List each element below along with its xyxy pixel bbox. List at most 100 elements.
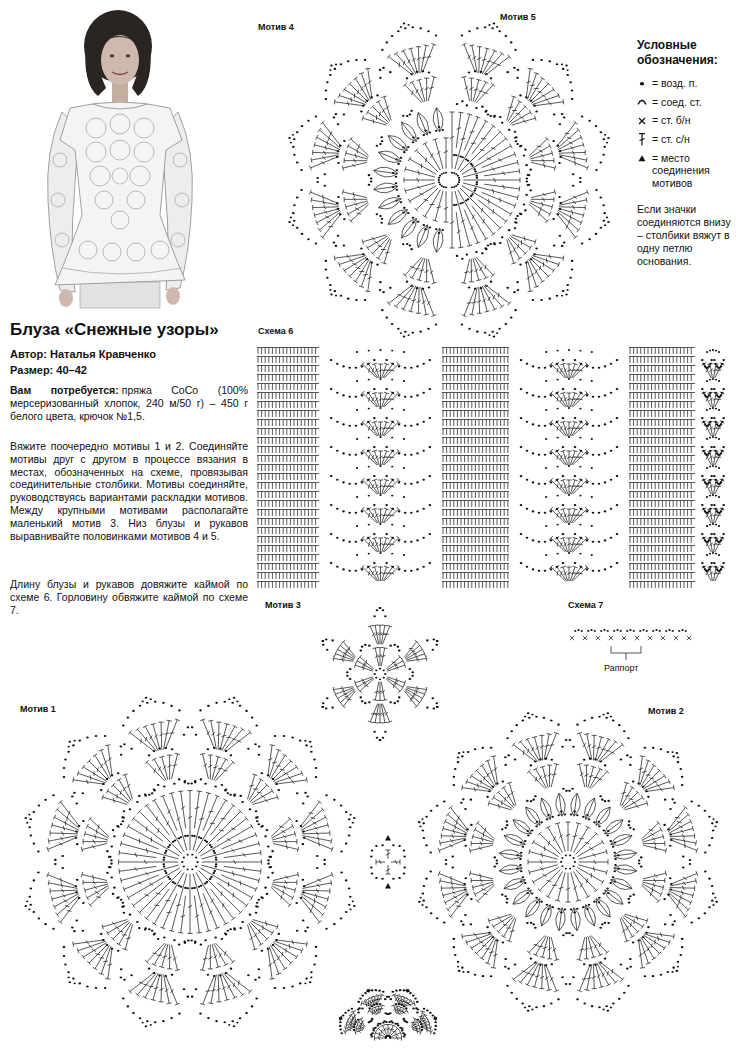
chain-stitch <box>178 778 181 780</box>
chain-stitch <box>565 739 568 741</box>
chain-stitch <box>588 120 591 122</box>
chain-stitch <box>296 930 299 932</box>
chain-stitch <box>528 174 531 176</box>
chain-stitch <box>73 930 76 932</box>
chain-stitch <box>362 253 365 255</box>
chain-stitch <box>342 452 345 454</box>
chain-stitch <box>373 504 376 506</box>
chain-stitch <box>116 897 119 899</box>
chain-stitch <box>702 363 705 365</box>
chain-stitch <box>580 508 583 510</box>
chain-stitch <box>186 887 189 889</box>
chain-stitch <box>457 757 459 759</box>
chain-stitch <box>701 417 704 419</box>
chain-stitch <box>715 350 717 352</box>
chain-stitch <box>605 1005 608 1007</box>
chain-stitch <box>410 570 413 572</box>
chain-stitch <box>604 568 607 570</box>
chain-stitch <box>405 989 407 991</box>
legend-symbols <box>638 82 646 161</box>
chain-stitch <box>632 781 635 783</box>
chain-stitch <box>715 437 717 439</box>
chain-stitch <box>67 971 70 973</box>
chain-stitch <box>579 379 581 381</box>
chain-stitch <box>395 1003 398 1005</box>
chain-stitch <box>708 906 711 908</box>
chain-stitch <box>515 724 518 726</box>
chain-stitch <box>367 363 370 365</box>
chain-stitch <box>310 977 312 979</box>
chain-stitch <box>288 137 291 139</box>
chain-stitch <box>605 717 608 719</box>
chain-stitch <box>392 392 395 394</box>
chain-stitch <box>680 954 683 956</box>
chain-stitch <box>381 878 384 880</box>
chain-stitch <box>158 974 161 976</box>
chain-stitch <box>291 736 294 738</box>
chain-stitch <box>581 630 583 632</box>
chain-stitch <box>266 893 269 895</box>
chain-stitch <box>154 1021 157 1023</box>
chain-stitch <box>525 164 528 166</box>
chain-stitch <box>438 181 440 183</box>
chain-stitch <box>82 820 85 822</box>
chain-stitch <box>610 566 613 568</box>
chain-stitch <box>400 26 402 28</box>
chain-stitch <box>526 450 529 452</box>
chain-stitch <box>602 220 605 222</box>
chain-stitch <box>337 235 340 237</box>
chain-stitch <box>316 867 319 869</box>
chain-stitch <box>468 328 471 330</box>
chain-stitch <box>213 872 216 874</box>
chain-stitch <box>714 363 717 365</box>
chain-stitch <box>230 968 233 970</box>
chain-stitch <box>451 172 453 174</box>
chain-stitch <box>632 828 635 830</box>
chain-stitch <box>359 998 362 1000</box>
chain-stitch <box>122 998 125 1000</box>
chain-stitch <box>329 74 332 76</box>
chain-stitch <box>389 701 392 703</box>
chain-stitch <box>364 644 367 646</box>
chain-stitch <box>451 186 453 188</box>
chain-stitch <box>435 130 438 132</box>
chain-stitch <box>367 566 370 568</box>
chain-stitch <box>403 856 406 858</box>
chain-stitch <box>475 107 478 109</box>
chain-stitch <box>567 69 569 71</box>
chain-stitch <box>458 181 460 183</box>
chain-stitch <box>329 289 331 291</box>
chain-stitch <box>590 629 592 631</box>
chain-stitch <box>357 1001 360 1003</box>
chain-stitch <box>545 351 547 353</box>
chain-stitch <box>368 466 370 468</box>
chain-stitch <box>210 846 213 848</box>
chain-stitch <box>342 394 345 396</box>
chain-stitch <box>397 163 400 165</box>
chain-stitch <box>721 537 724 539</box>
chain-stitch <box>392 878 395 880</box>
chain-stitch <box>301 233 304 235</box>
chain-stitch <box>383 677 385 679</box>
chain-stitch <box>712 892 715 894</box>
chain-stitch <box>412 1008 415 1010</box>
chain-stitch <box>245 710 248 712</box>
chain-stitch <box>568 932 571 934</box>
chain-stitch <box>381 309 384 311</box>
chain-stitch <box>720 452 723 454</box>
chain-stitch <box>445 172 447 174</box>
chain-stitch <box>556 537 559 539</box>
chain-stitch <box>409 113 412 115</box>
chain-stitch <box>367 508 370 510</box>
eye <box>110 55 114 58</box>
chain-stitch <box>669 877 672 879</box>
chain-stitch <box>373 1004 376 1006</box>
chain-stitch <box>538 396 541 398</box>
chain-stitch <box>591 717 594 719</box>
chain-stitch <box>501 894 504 896</box>
chain-stitch <box>505 35 508 37</box>
chain-stitch <box>295 820 298 822</box>
chain-stitch <box>78 740 81 742</box>
face <box>101 35 139 85</box>
chain-stitch <box>367 450 370 452</box>
